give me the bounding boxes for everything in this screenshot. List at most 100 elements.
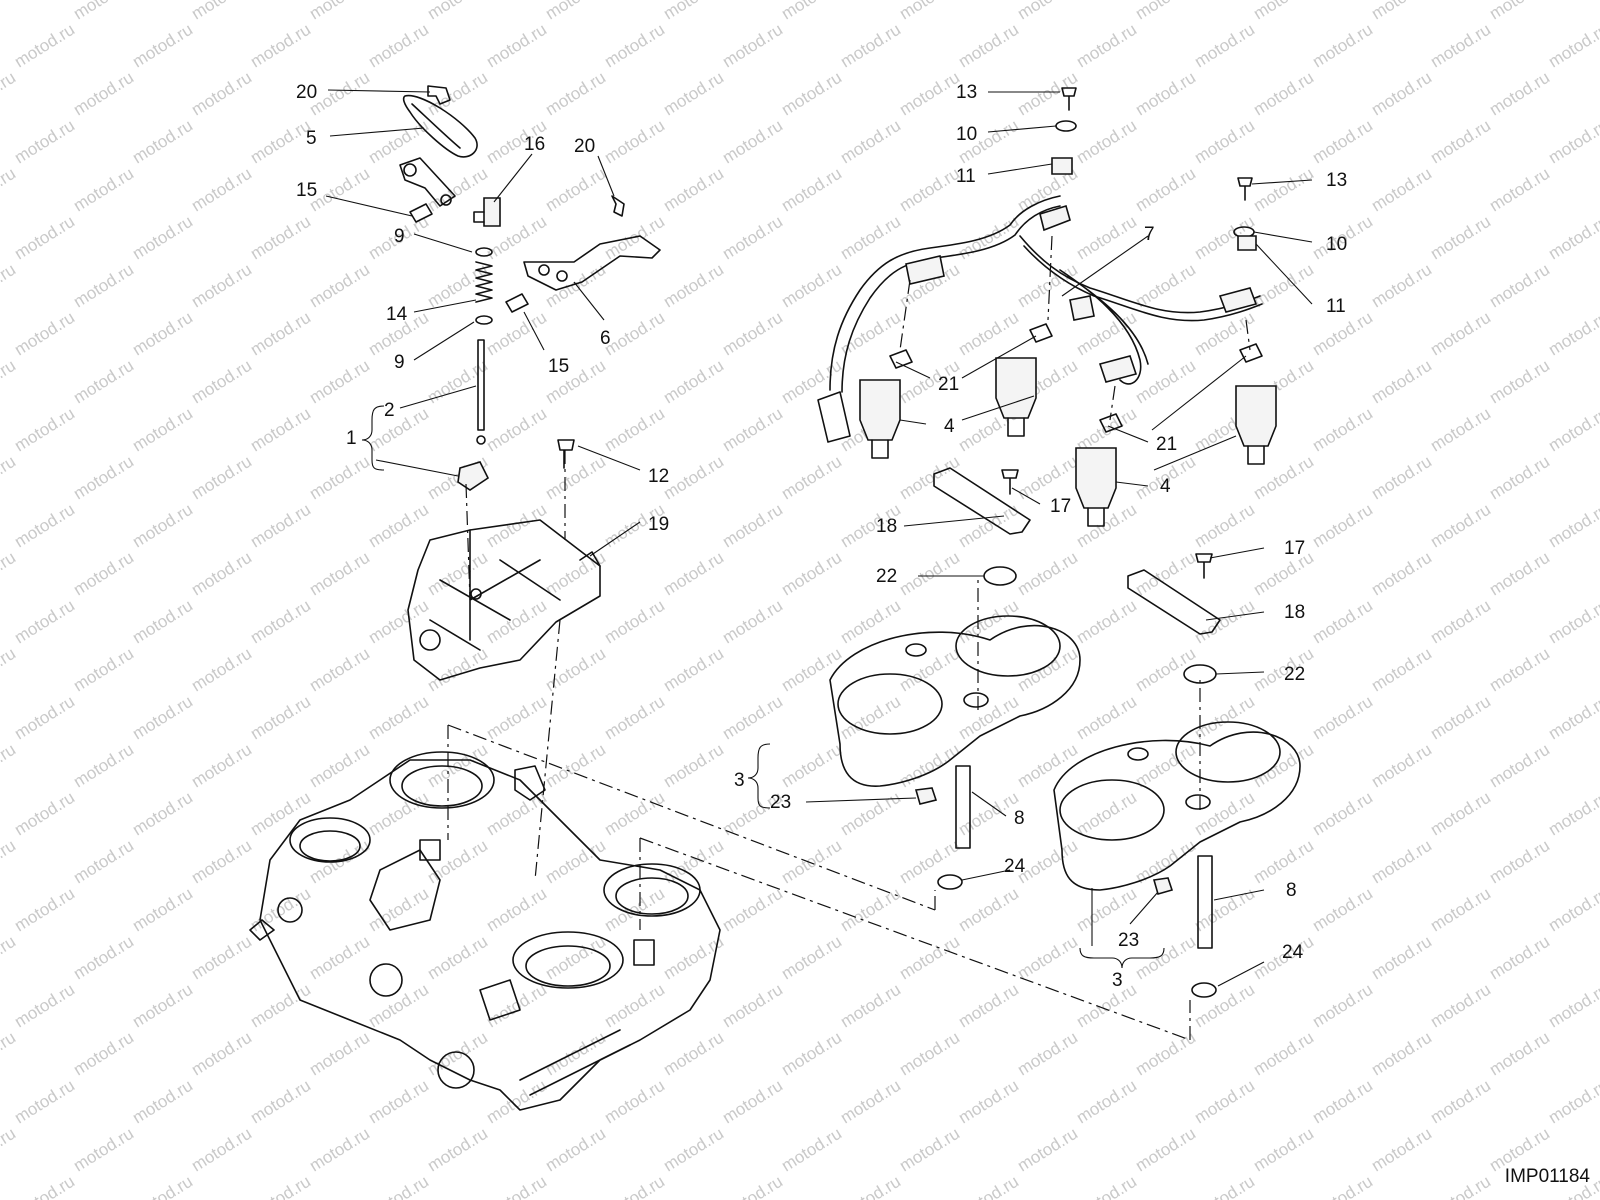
funnel-part-3-a: [829, 624, 1081, 787]
watermark-text: motod.ru: [778, 932, 845, 984]
assembly-line-1: [447, 724, 936, 911]
watermark-text: motod.ru: [1073, 20, 1140, 72]
watermark-text: motod.ru: [1132, 548, 1199, 600]
watermark-text: motod.ru: [955, 1172, 1022, 1200]
assembly-line-11: [899, 235, 1251, 421]
watermark-text: motod.ru: [542, 164, 609, 216]
callout-21: 21: [938, 374, 959, 395]
watermark-text: motod.ru: [719, 404, 786, 456]
screw-part-17-a: [1001, 469, 1019, 495]
bore-1: [289, 817, 371, 863]
watermark-text: motod.ru: [70, 68, 137, 120]
watermark-text: motod.ru: [424, 0, 491, 23]
block-tab: [473, 211, 485, 223]
watermark-text: motod.ru: [660, 452, 727, 504]
watermark-text: motod.ru: [0, 932, 19, 984]
watermark-text: motod.ru: [1250, 164, 1317, 216]
brace-group-1: [361, 405, 385, 471]
watermark-text: motod.ru: [306, 548, 373, 600]
watermark-text: motod.ru: [11, 404, 78, 456]
watermark-text: motod.ru: [542, 740, 609, 792]
watermark-text: motod.ru: [365, 1076, 432, 1128]
connector: [514, 765, 546, 801]
watermark-text: motod.ru: [542, 932, 609, 984]
lever-part-6: [523, 235, 661, 291]
watermark-text: motod.ru: [719, 1172, 786, 1200]
watermark-text: motod.ru: [247, 500, 314, 552]
watermark-text: motod.ru: [1309, 788, 1376, 840]
lever-pivot: [403, 163, 417, 177]
funnel-a-hole-2: [905, 643, 927, 657]
pin-part-15-lower: [505, 293, 529, 313]
watermark-text: motod.ru: [247, 212, 314, 264]
watermark-text: motod.ru: [0, 1124, 19, 1176]
watermark-text: motod.ru: [896, 68, 963, 120]
watermark-text: motod.ru: [1132, 0, 1199, 23]
watermark-text: motod.ru: [1073, 1172, 1140, 1200]
watermark-text: motod.ru: [542, 836, 609, 888]
throttle-body-outline: [259, 759, 721, 1111]
watermark-text: motod.ru: [719, 212, 786, 264]
watermark-text: motod.ru: [483, 692, 550, 744]
watermark-text: motod.ru: [1132, 164, 1199, 216]
throttle-body-assembly: [249, 751, 721, 1111]
callout-17: 17: [1050, 496, 1071, 517]
watermark-text: motod.ru: [1132, 260, 1199, 312]
rail-bracket-d: [1098, 355, 1138, 383]
watermark-text: motod.ru: [424, 68, 491, 120]
bracket-hole: [470, 588, 482, 600]
watermark-text: motod.ru: [1545, 596, 1600, 648]
watermark-text: motod.ru: [188, 0, 255, 23]
watermark-text: motod.ru: [1486, 0, 1553, 23]
watermark-text: motod.ru: [719, 980, 786, 1032]
watermark-text: motod.ru: [1073, 980, 1140, 1032]
bore-3-inner: [525, 945, 611, 987]
watermark-text: motod.ru: [188, 68, 255, 120]
watermark-text: motod.ru: [660, 548, 727, 600]
watermark-text: motod.ru: [11, 692, 78, 744]
watermark-text: motod.ru: [1427, 20, 1494, 72]
watermark-text: motod.ru: [1545, 116, 1600, 168]
grommet-part-11-b: [1237, 235, 1257, 251]
watermark-text: motod.ru: [1368, 644, 1435, 696]
watermark-text: motod.ru: [1250, 1124, 1317, 1176]
watermark-text: motod.ru: [306, 1124, 373, 1176]
callout-15: 15: [548, 356, 569, 377]
watermark-text: motod.ru: [70, 1028, 137, 1080]
watermark-text: motod.ru: [188, 932, 255, 984]
watermark-text: motod.ru: [542, 452, 609, 504]
watermark-text: motod.ru: [601, 404, 668, 456]
screw-part-13-a: [1061, 87, 1077, 111]
injector-part-4-b: [995, 357, 1037, 437]
watermark-text: motod.ru: [70, 836, 137, 888]
watermark-text: motod.ru: [1014, 68, 1081, 120]
watermark-text: motod.ru: [837, 1172, 904, 1200]
pulley: [437, 1051, 475, 1089]
assembly-line-8: [934, 890, 1191, 1040]
watermark-text: motod.ru: [1486, 164, 1553, 216]
callout-11: 11: [956, 166, 976, 187]
rod-end: [476, 435, 486, 445]
watermark-text: motod.ru: [1427, 1076, 1494, 1128]
callout-22: 22: [876, 566, 897, 587]
watermark-text: motod.ru: [1368, 1124, 1435, 1176]
watermark-text: motod.ru: [129, 20, 196, 72]
watermark-text: motod.ru: [70, 548, 137, 600]
lever-6-hole-2: [556, 270, 568, 282]
watermark-text: motod.ru: [11, 20, 78, 72]
callout-1: 1: [346, 428, 357, 449]
rod-part-2: [477, 339, 485, 431]
watermark-text: motod.ru: [70, 1124, 137, 1176]
watermark-text: motod.ru: [11, 1076, 78, 1128]
lever-pivot-2: [440, 194, 452, 206]
watermark-text: motod.ru: [483, 500, 550, 552]
watermark-text: motod.ru: [542, 260, 609, 312]
assembly-line-6: [534, 619, 561, 881]
clip-part-21-d: [1239, 343, 1263, 363]
watermark-text: motod.ru: [837, 212, 904, 264]
watermark-text: motod.ru: [424, 1124, 491, 1176]
watermark-text: motod.ru: [70, 740, 137, 792]
watermark-text: motod.ru: [719, 1076, 786, 1128]
watermark-text: motod.ru: [601, 980, 668, 1032]
watermark-text: motod.ru: [1132, 644, 1199, 696]
